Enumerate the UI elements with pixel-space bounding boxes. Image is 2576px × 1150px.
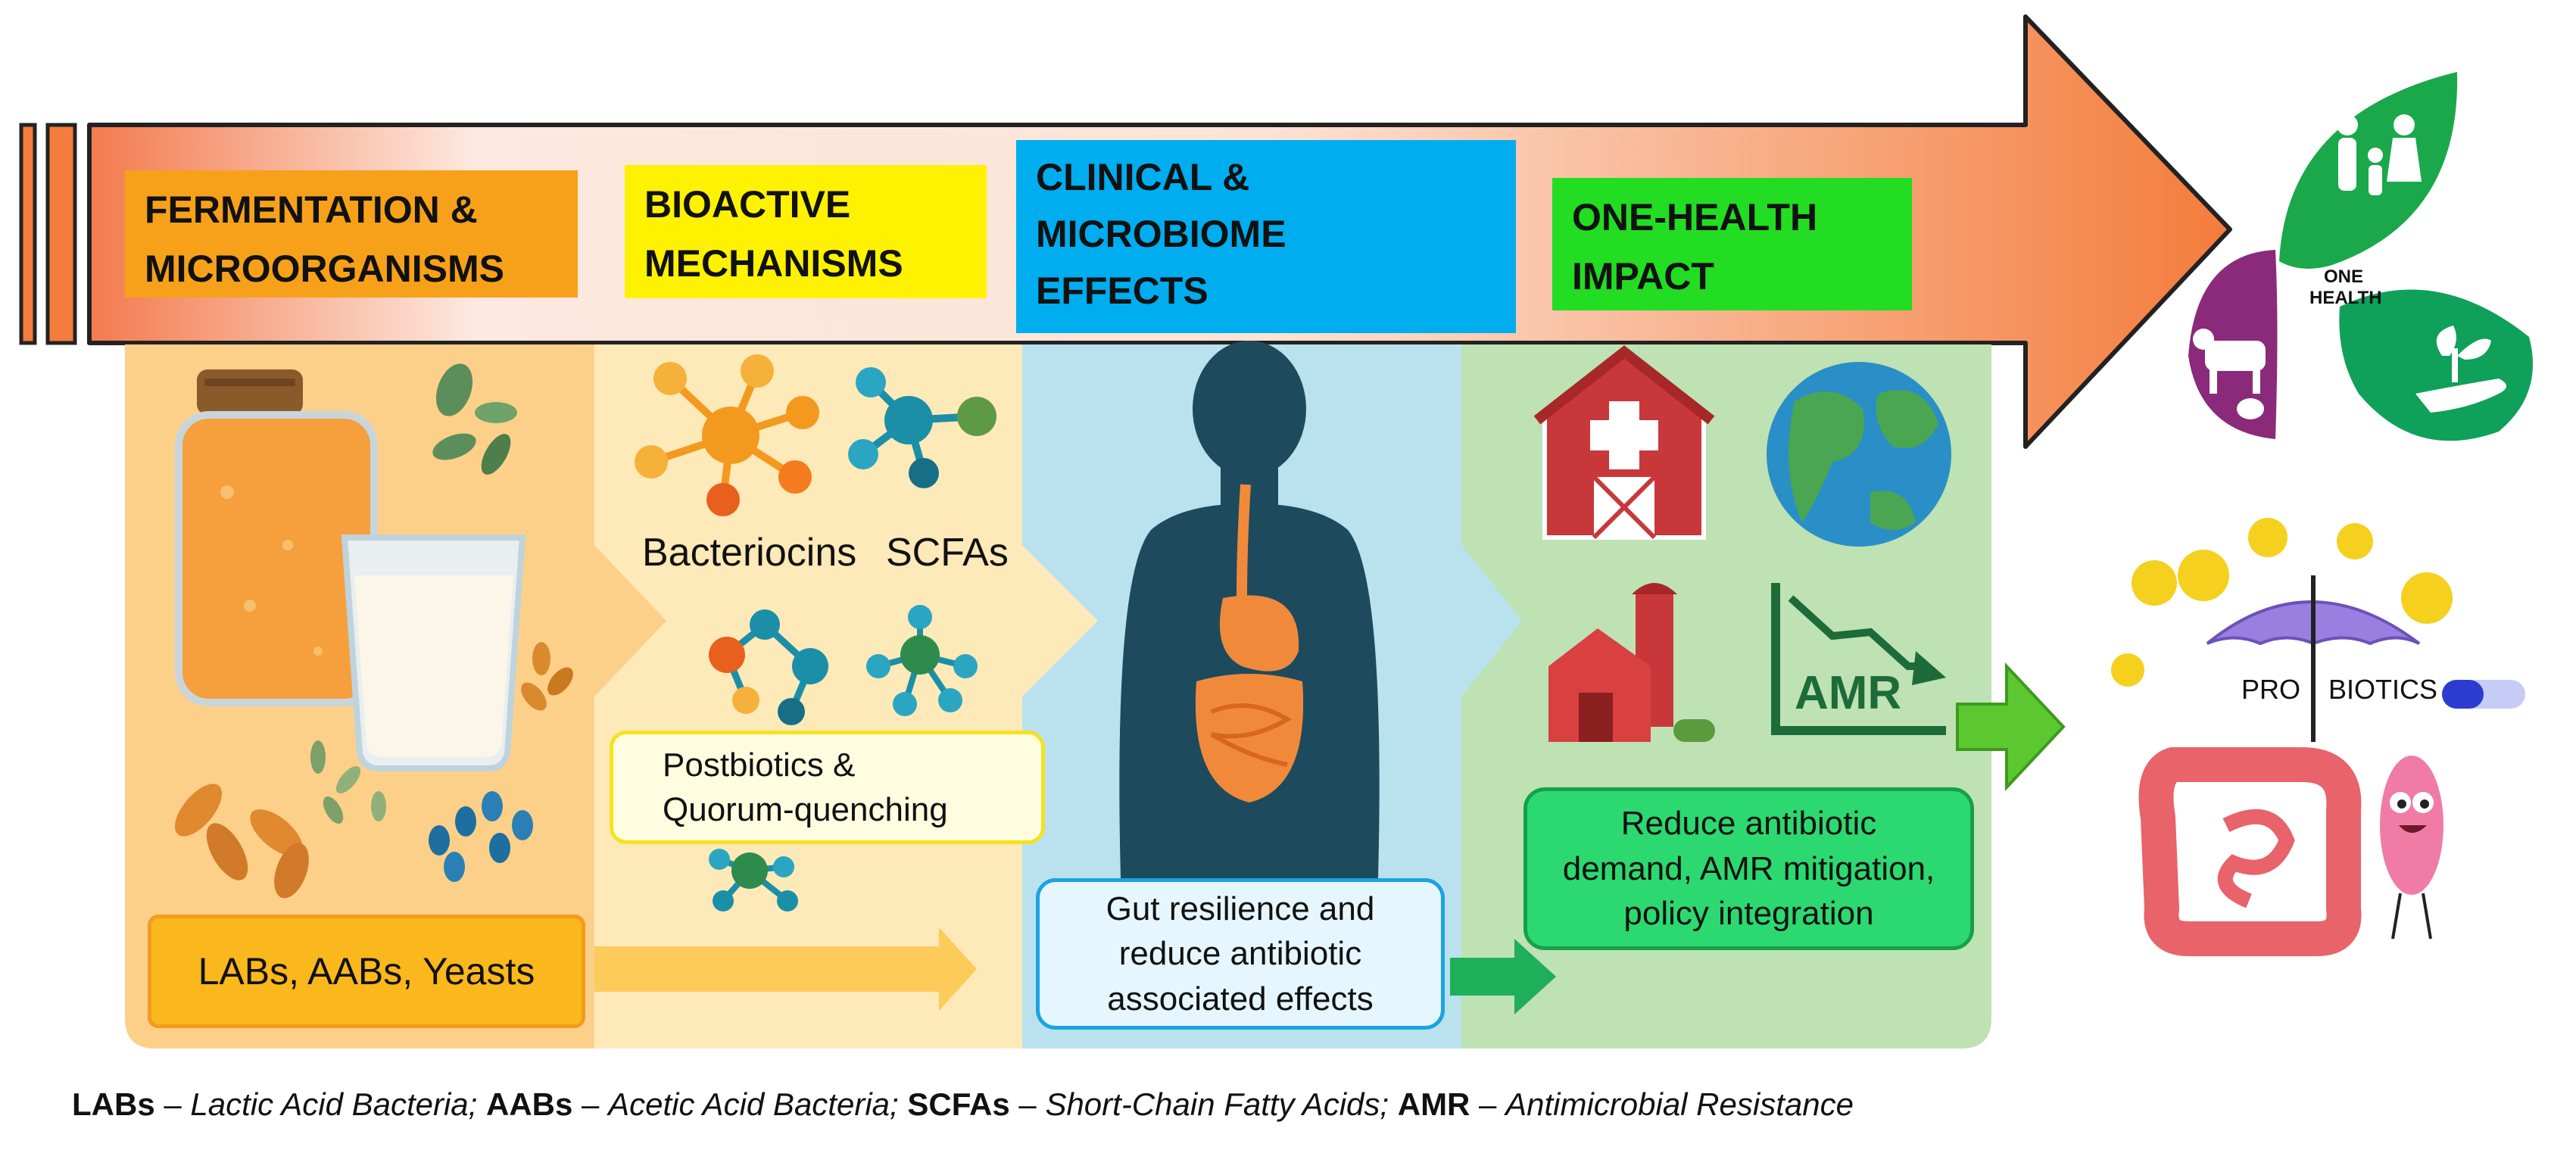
bacteriocin-molecule-icon (635, 354, 819, 516)
abbr-definition: Short-Chain Fatty Acids; (1045, 1086, 1389, 1122)
stage-header-one-health: ONE-HEALTH IMPACT (1552, 178, 1912, 310)
stage-header-line: EFFECTS (1036, 270, 1208, 312)
gut-resilience-label: Gut resilience and reduce antibiotic ass… (1036, 878, 1445, 1030)
farm-barn-icon (1548, 583, 1715, 742)
human-body-icon (1119, 341, 1380, 878)
milk-glass-icon (341, 534, 526, 771)
molecule-icon-3 (709, 609, 828, 725)
bacteriocins-label: Bacteriocins (642, 531, 857, 575)
probiotics-illustration (2111, 518, 2525, 956)
stage-header-line: ONE-HEALTH (1572, 196, 1818, 238)
stage-header-line: FERMENTATION & (145, 189, 478, 231)
stage-header-fermentation: FERMENTATION & MICROORGANISMS (125, 170, 578, 298)
flow-arrow-green (1450, 939, 1556, 1014)
abbr: LABs (72, 1086, 155, 1122)
microbe-cluster-icon (174, 363, 573, 899)
abbreviations-caption: LABs – Lactic Acid Bacteria; AABs – Acet… (72, 1086, 1854, 1122)
probiotics-label-left: PRO (2241, 674, 2301, 705)
hospital-icon (1533, 345, 1715, 540)
scfa-molecule-icon (848, 367, 996, 488)
postbiotics-label: Postbiotics & Quorum-quenching (610, 731, 1045, 844)
flow-arrow-yellow (594, 927, 977, 1011)
abbr: SCFAs (907, 1086, 1010, 1122)
amr-label: AMR (1795, 667, 1902, 719)
stage-header-bioactive: BIOACTIVE MECHANISMS (625, 165, 987, 298)
amr-trend-icon (1771, 583, 1946, 735)
abbr-definition: Antimicrobial Resistance (1505, 1086, 1854, 1122)
molecule-icon-5 (709, 849, 798, 912)
one-health-logo (2188, 72, 2533, 441)
stage-header-line: MECHANISMS (644, 242, 903, 285)
stage-header-line: CLINICAL & (1036, 156, 1250, 198)
abbr-definition: Acetic Acid Bacteria; (608, 1086, 899, 1122)
globe-icon (1767, 362, 1951, 547)
stage-header-clinical: CLINICAL & MICROBIOME EFFECTS (1016, 140, 1516, 333)
microorganisms-label: LABs, AABs, Yeasts (148, 915, 585, 1028)
stage-header-line: MICROBIOME (1036, 213, 1286, 255)
molecule-icon-4 (866, 605, 978, 716)
stage-header-line: IMPACT (1572, 254, 1714, 298)
stage-header-line: BIOACTIVE (644, 183, 851, 226)
abbr: AABs (486, 1086, 573, 1122)
one-health-label: ONE HEALTH (2309, 266, 2382, 308)
abbr: AMR (1397, 1086, 1470, 1122)
abbr-definition: Lactic Acid Bacteria; (190, 1086, 478, 1122)
flow-arrow-output (1956, 662, 2066, 792)
stage-header-line: MICROORGANISMS (145, 247, 504, 290)
scfas-label: SCFAs (886, 531, 1009, 575)
impact-label: Reduce antibiotic demand, AMR mitigation… (1523, 787, 1974, 950)
probiotics-label-right: BIOTICS (2328, 674, 2438, 705)
